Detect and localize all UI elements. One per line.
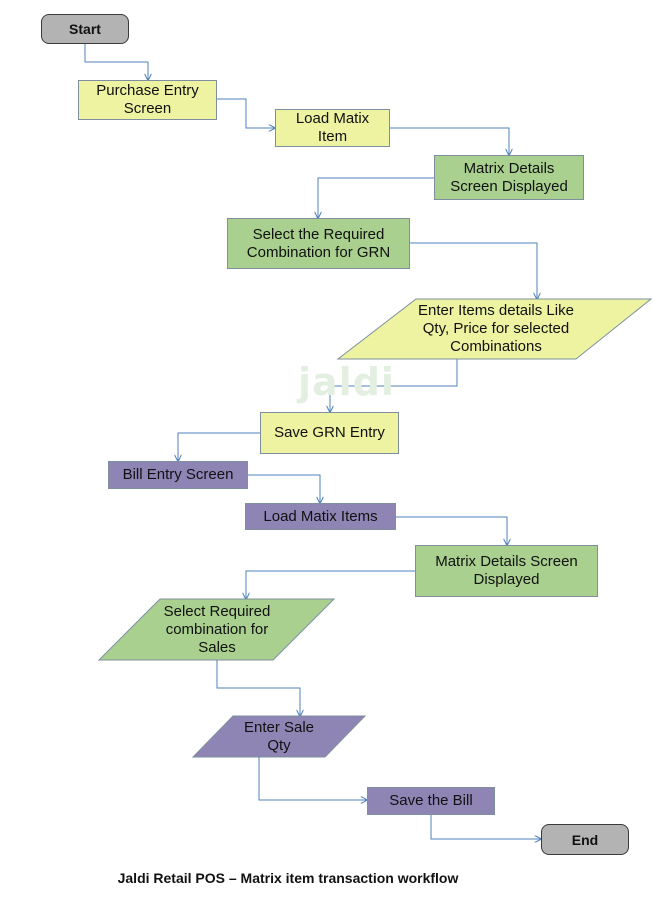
connector-selectsales-to-entersale	[216, 660, 300, 716]
connector-enteritems-to-savegrn	[330, 359, 458, 412]
load-matix-items-box: Load Matix Items	[245, 503, 396, 530]
save-the-bill-box: Save the Bill	[367, 787, 495, 815]
enter-sale-qty-shape	[191, 715, 367, 758]
end-terminal: End	[541, 824, 629, 855]
save-grn-entry-box: Save GRN Entry	[260, 412, 399, 454]
select-combination-sales-label: Select Required combination for Sales	[163, 602, 271, 656]
connector-matrix2-to-selectsales	[246, 570, 415, 599]
connector-billentry-to-loadmatixitems	[248, 474, 320, 503]
start-terminal: Start	[41, 14, 129, 44]
bill-entry-screen-label: Bill Entry Screen	[122, 466, 234, 483]
purchase-entry-label: Purchase Entry Screen	[96, 82, 199, 117]
diagram-caption: Jaldi Retail POS – Matrix item transacti…	[117, 870, 459, 886]
matrix-details-label: Matrix Details Screen Displayed	[450, 159, 568, 195]
select-combination-grn-label: Select the Required Combination for GRN	[246, 225, 391, 261]
select-combination-sales-shape	[97, 598, 336, 661]
connector-start-to-purchase	[84, 44, 148, 80]
bill-entry-screen-box: Bill Entry Screen	[108, 461, 248, 489]
connector-selectgrn-to-enteritems	[410, 242, 537, 299]
enter-sale-qty-label: Enter Sale Qty	[243, 718, 315, 754]
connector-savegrn-to-billentry	[178, 432, 260, 461]
load-matix-item-box: Load Matix Item	[275, 109, 390, 147]
connector-purchase-to-loadmatix	[217, 98, 275, 128]
connector-savebill-to-end	[430, 815, 541, 839]
enter-items-details-label: Enter Items details Like Qty, Price for …	[418, 302, 574, 355]
start-label: Start	[69, 21, 101, 37]
matrix-details-screen-displayed-box: Matrix Details Screen Displayed	[415, 545, 598, 597]
connector-loadmatixitems-to-matrix2	[396, 516, 507, 545]
end-label: End	[571, 831, 599, 848]
matrix-details-screen-box: Matrix Details Screen Displayed	[434, 155, 584, 200]
purchase-entry-screen-box: Purchase Entry Screen	[78, 80, 217, 120]
load-matix-item-label: Load Matix Item	[295, 110, 370, 145]
connector-loadmatix-to-matrix1	[390, 127, 509, 155]
connector-entersale-to-savebill	[258, 757, 367, 800]
load-matix-items-label: Load Matix Items	[263, 507, 378, 525]
connector-matrix1-to-selectgrn	[318, 177, 434, 218]
select-combination-grn-box: Select the Required Combination for GRN	[227, 218, 410, 269]
save-grn-entry-label: Save GRN Entry	[274, 424, 385, 441]
save-the-bill-label: Save the Bill	[389, 792, 473, 809]
matrix-details-screen-displayed-label: Matrix Details Screen Displayed	[435, 553, 578, 588]
enter-items-details-shape	[336, 298, 652, 360]
jaldi-watermark-logo: jaldi	[298, 360, 395, 404]
